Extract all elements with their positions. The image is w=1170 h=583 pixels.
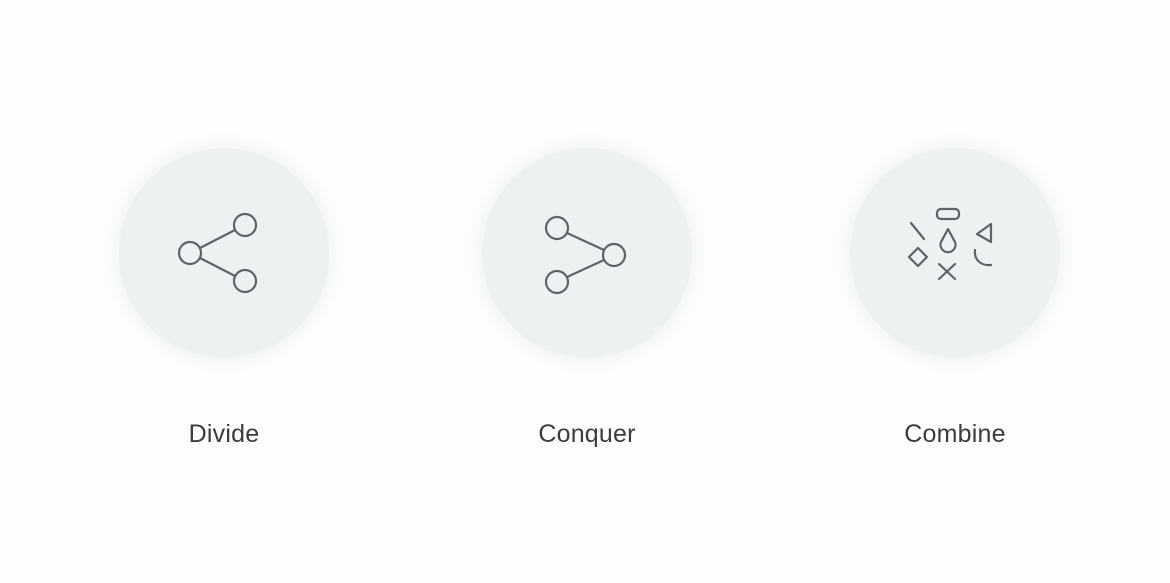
icon-circle — [119, 148, 329, 358]
merge-icon — [544, 215, 627, 295]
scattered-shapes-icon — [907, 207, 993, 281]
step-combine: Combine — [850, 148, 1060, 458]
icon-circle — [850, 148, 1060, 358]
step-label: Divide — [188, 420, 260, 448]
step-conquer: Conquer — [482, 148, 692, 458]
share-icon — [177, 212, 258, 294]
step-label: Conquer — [538, 420, 636, 448]
step-label: Combine — [904, 420, 1006, 448]
step-divide: Divide — [119, 148, 329, 458]
icon-circle — [482, 148, 692, 358]
